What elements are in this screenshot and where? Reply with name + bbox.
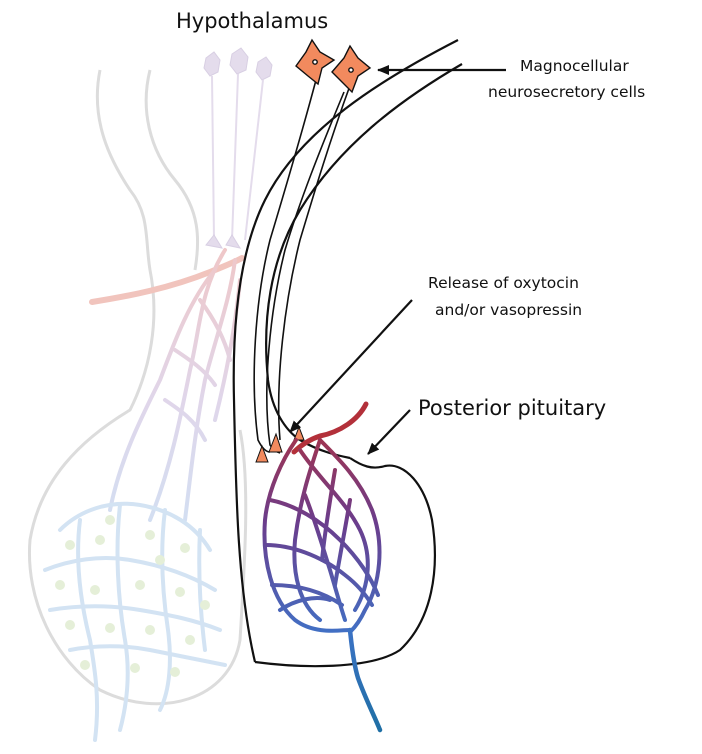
axon-terminal-1	[256, 446, 268, 462]
capillary-plexus	[264, 440, 379, 632]
label-release-line1: Release of oxytocin	[428, 274, 579, 292]
axon-bundle	[254, 80, 352, 453]
label-magnocellular-line1: Magnocellular	[520, 57, 629, 75]
posterior-vein	[350, 630, 380, 730]
posterior-pituitary-arrow	[368, 410, 410, 454]
label-release-line2: and/or vasopressin	[435, 301, 582, 319]
stalk-faded-outline	[146, 70, 197, 270]
neuron-cell-bodies	[296, 40, 370, 92]
label-posterior-pituitary: Posterior pituitary	[418, 396, 606, 420]
parvocellular-neurons-faded	[204, 48, 272, 248]
label-hypothalamus: Hypothalamus	[176, 9, 328, 33]
inferior-artery	[294, 404, 366, 452]
release-arrow	[290, 300, 412, 432]
posterior-lobe-outline	[255, 458, 435, 666]
superior-artery-faded	[92, 258, 242, 302]
posterior-vessels	[264, 404, 380, 730]
label-magnocellular-line2: neurosecretory cells	[488, 83, 645, 101]
anterior-pituitary-faded	[29, 48, 272, 740]
portal-vessels-faded	[110, 250, 240, 520]
axon-terminal-3	[294, 427, 304, 440]
